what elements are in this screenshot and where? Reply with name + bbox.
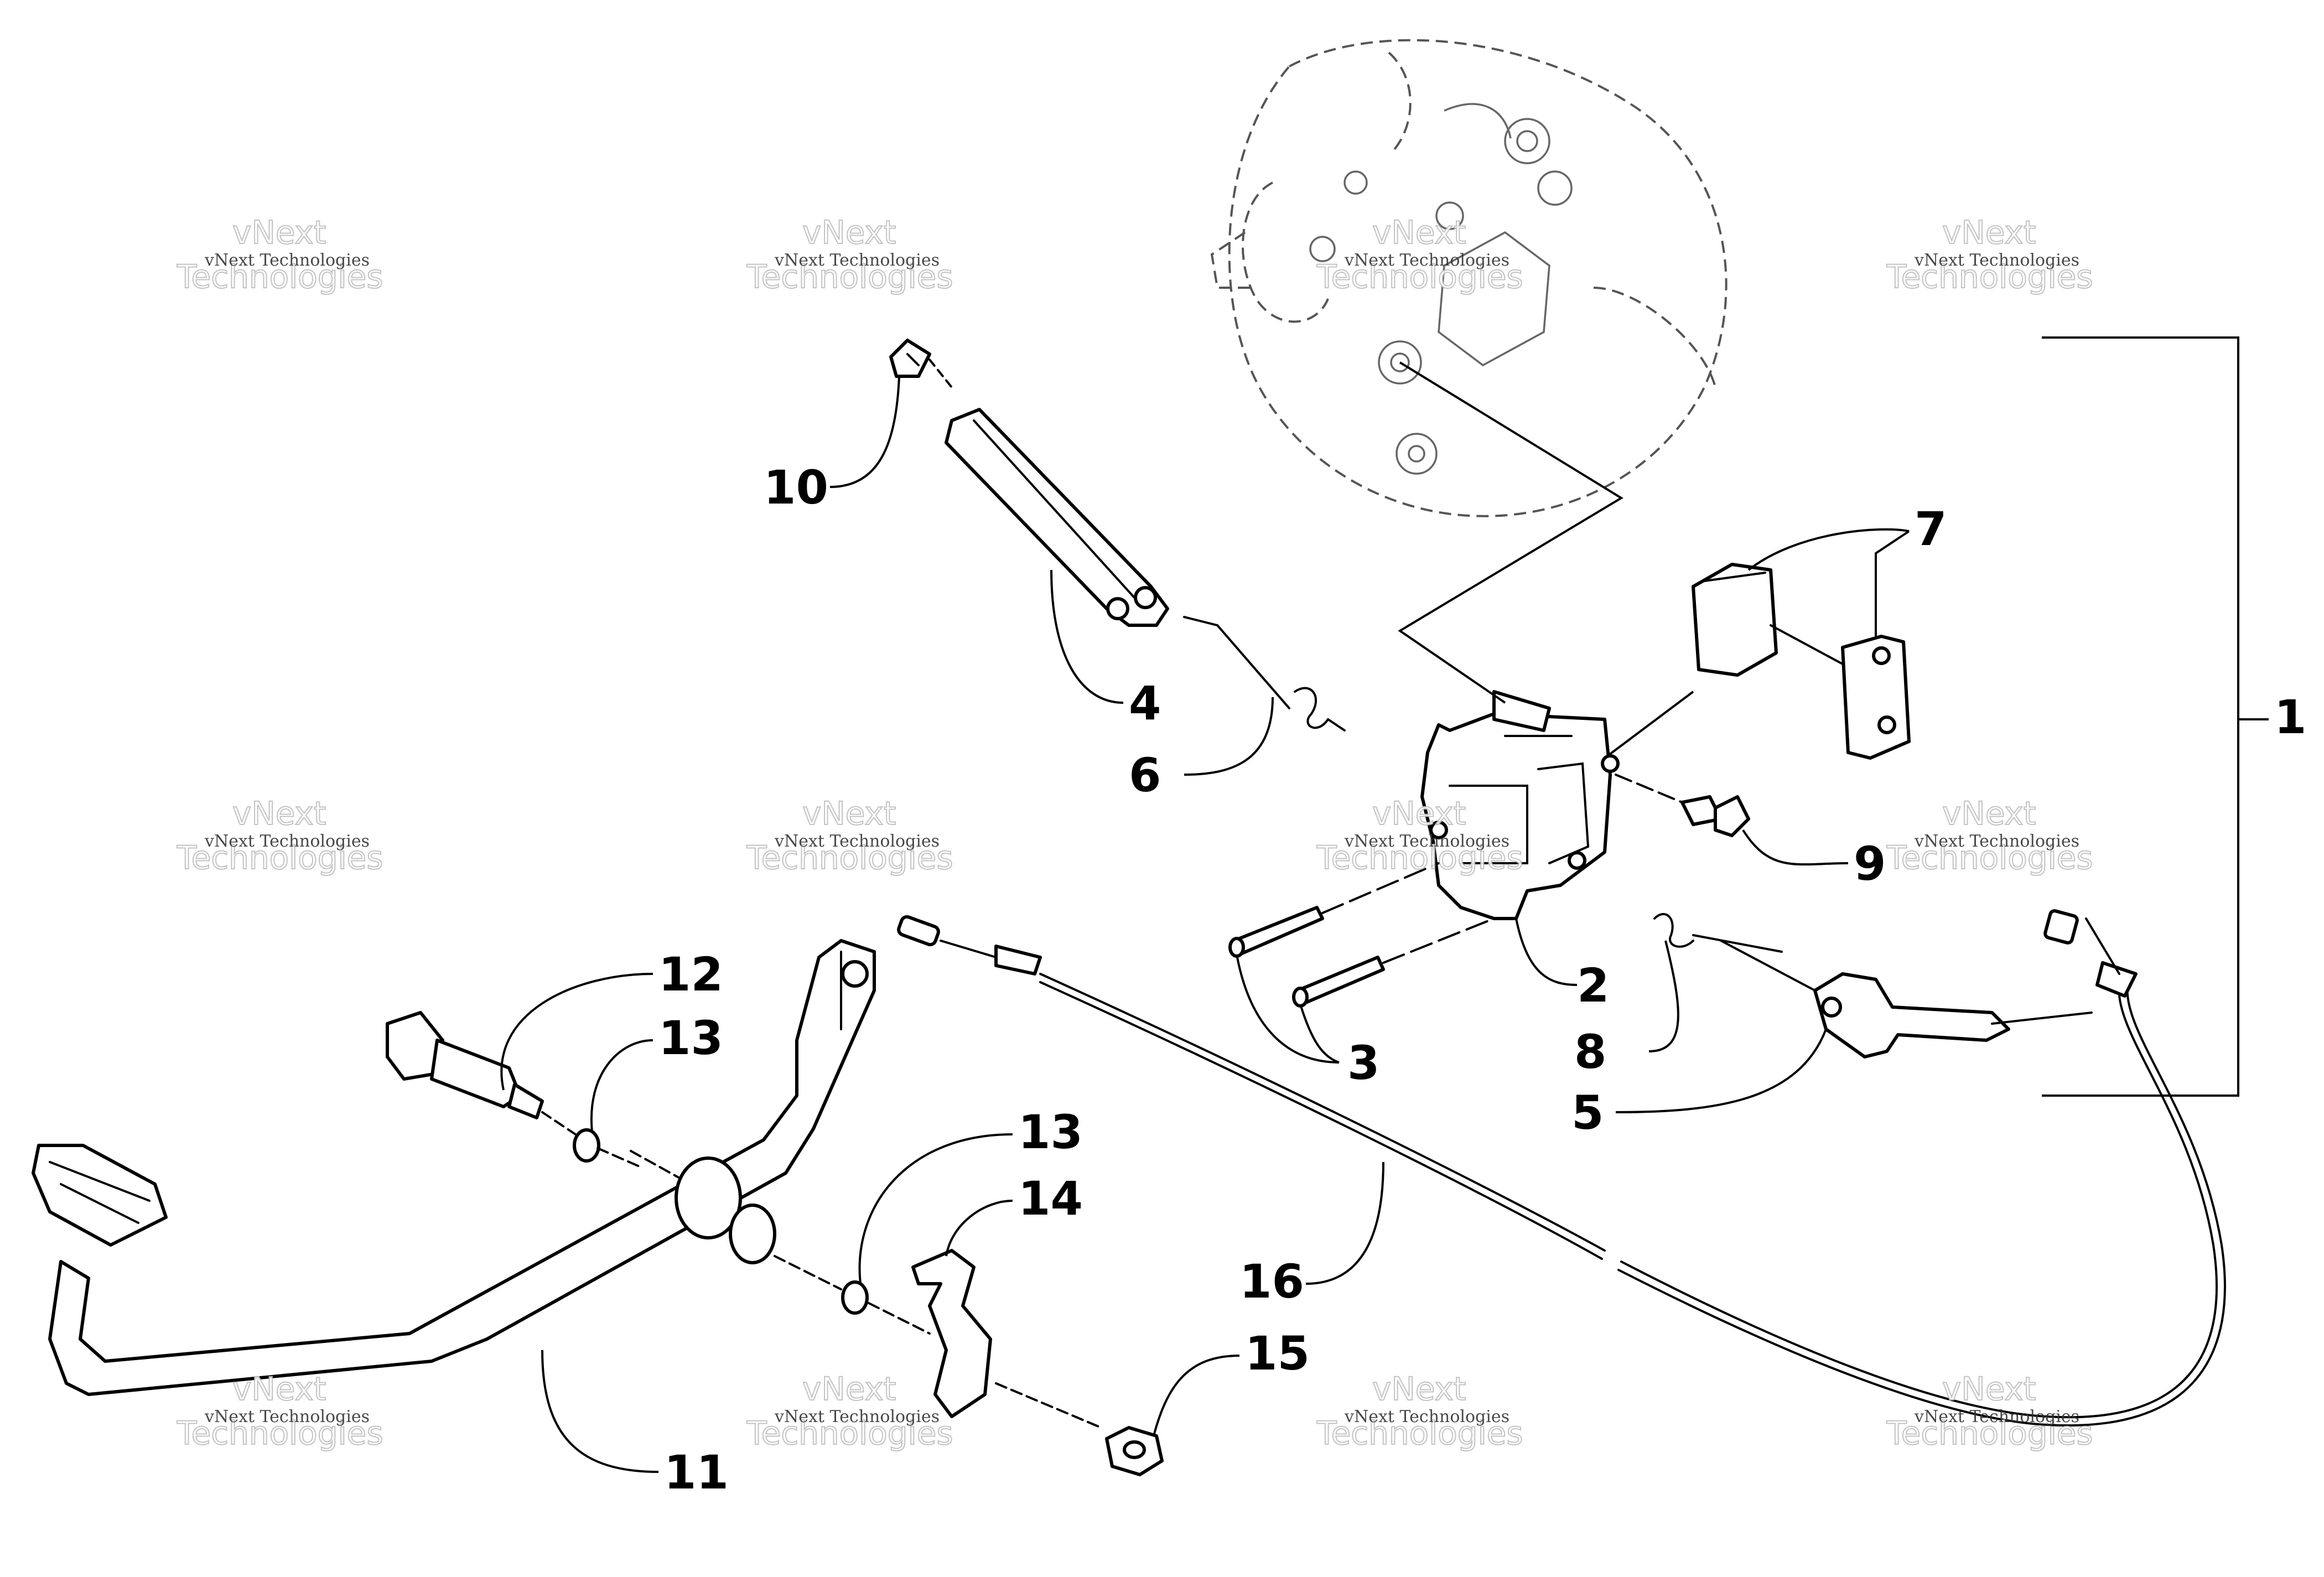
watermark-2: vNext Technologies vNext Technologies: [746, 213, 954, 296]
caliper-pins: [1228, 862, 1495, 1008]
lock-nut: [1105, 1426, 1164, 1476]
watermark-8: vNext Technologies vNext Technologies: [1886, 794, 2094, 877]
svg-text:vNext Technologies: vNext Technologies: [1914, 251, 2079, 270]
svg-text:Technologies: Technologies: [1316, 839, 1523, 876]
watermark-11: vNext Technologies vNext Technologies: [1316, 1370, 1524, 1452]
svg-text:vNext: vNext: [232, 795, 326, 832]
svg-text:vNext: vNext: [232, 214, 326, 251]
svg-text:vNext Technologies: vNext Technologies: [774, 251, 940, 270]
callout-13a: 13: [658, 1011, 723, 1065]
watermark-12: vNext Technologies vNext Technologies: [1886, 1370, 2094, 1452]
svg-text:vNext Technologies: vNext Technologies: [1914, 1407, 2079, 1426]
svg-text:vNext Technologies: vNext Technologies: [1344, 832, 1509, 851]
svg-text:vNext Technologies: vNext Technologies: [1914, 832, 2079, 851]
svg-text:Technologies: Technologies: [1316, 1414, 1523, 1452]
actuator-arm: [1720, 940, 2010, 1059]
svg-text:Technologies: Technologies: [1886, 839, 2093, 876]
svg-text:vNext Technologies: vNext Technologies: [204, 832, 370, 851]
callout-10: 10: [764, 460, 828, 515]
callout-14: 14: [1018, 1171, 1083, 1226]
callout-15: 15: [1245, 1326, 1310, 1381]
watermark-3: vNext Technologies vNext Technologies: [1316, 213, 1524, 296]
torsion-spring-6: [1183, 616, 1346, 732]
svg-text:Technologies: Technologies: [746, 1414, 953, 1452]
svg-text:vNext: vNext: [1372, 214, 1466, 251]
washer-13b: [774, 1255, 931, 1335]
callout-7: 7: [1915, 502, 1947, 556]
callout-11: 11: [664, 1445, 729, 1500]
svg-text:vNext: vNext: [1942, 214, 2036, 251]
assembly-bracket: [2042, 336, 2269, 1097]
svg-text:vNext: vNext: [1372, 1370, 1466, 1408]
watermarks: vNext Technologies vNext Technologies vN…: [176, 213, 2094, 1452]
watermark-4: vNext Technologies vNext Technologies: [1886, 213, 2094, 296]
svg-text:Technologies: Technologies: [1316, 258, 1523, 295]
watermark-10: vNext Technologies vNext Technologies: [746, 1370, 954, 1452]
brake-cable: [897, 909, 2226, 1427]
leader-lines: [500, 361, 1910, 1473]
svg-text:vNext: vNext: [1942, 1370, 2036, 1408]
svg-text:vNext: vNext: [802, 795, 896, 832]
brake-pads: [1692, 563, 1911, 760]
watermark-1: vNext Technologies vNext Technologies: [176, 213, 384, 296]
svg-text:vNext Technologies: vNext Technologies: [204, 1407, 370, 1426]
callout-4: 4: [1129, 676, 1161, 730]
svg-text:vNext: vNext: [232, 1370, 326, 1408]
svg-text:Technologies: Technologies: [177, 839, 383, 876]
callout-3: 3: [1347, 1036, 1379, 1090]
svg-text:Technologies: Technologies: [746, 839, 953, 876]
svg-text:Technologies: Technologies: [177, 258, 383, 295]
svg-text:Technologies: Technologies: [177, 1414, 383, 1452]
callout-12: 12: [658, 947, 723, 1002]
washer-13a: [573, 1128, 643, 1169]
svg-text:vNext Technologies: vNext Technologies: [774, 832, 940, 851]
callout-13b: 13: [1018, 1105, 1083, 1159]
spring-clip: [911, 1249, 1102, 1429]
callout-1: 1: [2274, 690, 2306, 744]
svg-text:vNext Technologies: vNext Technologies: [1344, 251, 1509, 270]
callout-8: 8: [1574, 1025, 1606, 1079]
caliper-bolt: [1615, 774, 1750, 837]
torsion-spring-8: [1653, 913, 1783, 953]
brake-lever: [945, 408, 1169, 627]
caliper-body: [1420, 690, 1620, 920]
svg-text:Technologies: Technologies: [1886, 1414, 2093, 1452]
svg-text:vNext Technologies: vNext Technologies: [1344, 1407, 1509, 1426]
watermark-5: vNext Technologies vNext Technologies: [176, 794, 384, 877]
callout-9: 9: [1854, 837, 1886, 891]
svg-text:vNext: vNext: [1372, 795, 1466, 832]
callout-2: 2: [1577, 958, 1609, 1013]
callout-numbers: 1 2 3 4 5 6 7 8 9 10 11 12 13 13 14 15 1…: [658, 460, 2306, 1500]
hub-outline: [1210, 39, 1728, 517]
svg-text:vNext: vNext: [802, 214, 896, 251]
callout-5: 5: [1571, 1086, 1604, 1140]
brake-pedal: [32, 939, 876, 1396]
svg-text:vNext: vNext: [802, 1370, 896, 1408]
callout-16: 16: [1239, 1254, 1304, 1309]
svg-text:Technologies: Technologies: [746, 258, 953, 295]
callout-6: 6: [1129, 748, 1161, 802]
watermark-6: vNext Technologies vNext Technologies: [746, 794, 954, 877]
pivot-bolt: [386, 1011, 577, 1135]
svg-text:vNext: vNext: [1942, 795, 2036, 832]
svg-text:Technologies: Technologies: [1886, 258, 2093, 295]
lever-clip: [889, 339, 953, 388]
svg-text:vNext Technologies: vNext Technologies: [774, 1407, 940, 1426]
watermark-7: vNext Technologies vNext Technologies: [1316, 794, 1524, 877]
svg-text:vNext Technologies: vNext Technologies: [204, 251, 370, 270]
watermark-9: vNext Technologies vNext Technologies: [176, 1370, 384, 1452]
